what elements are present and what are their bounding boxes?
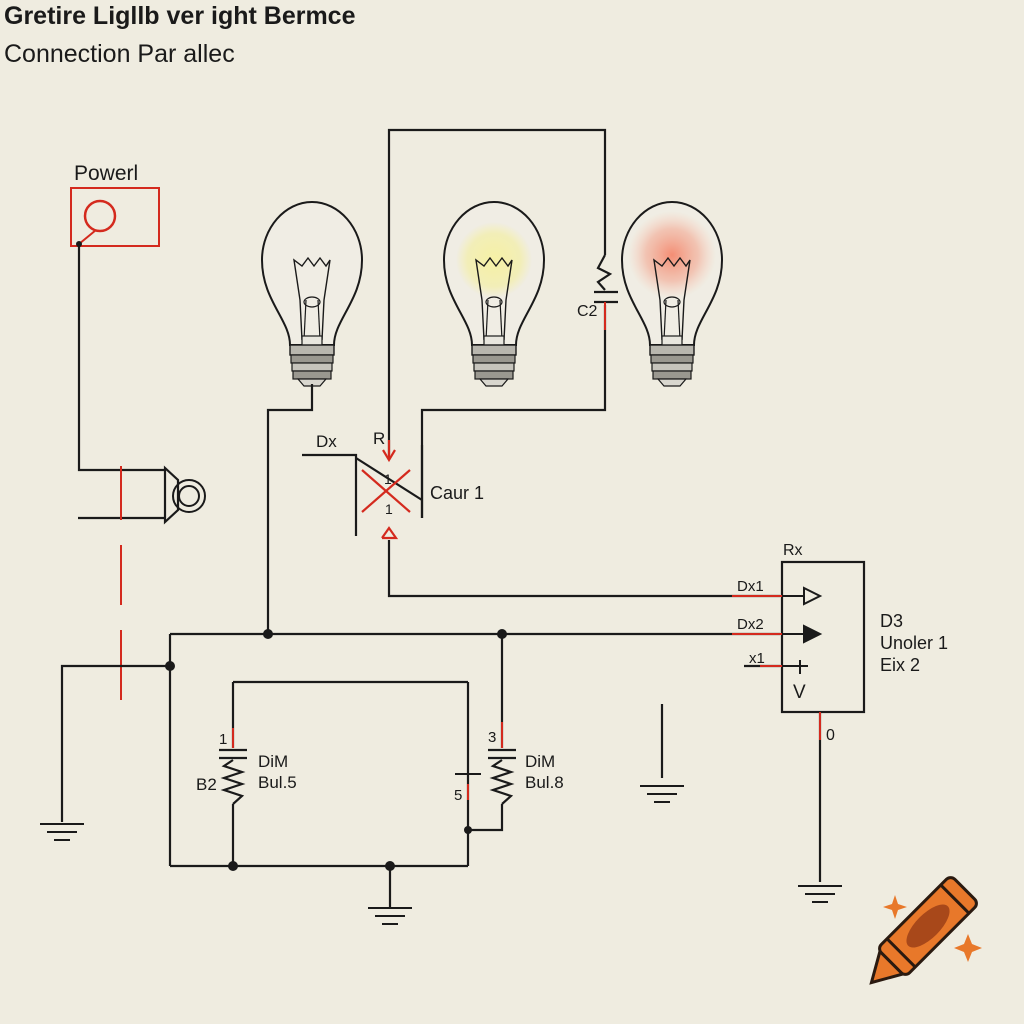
- switch-component: [302, 445, 424, 536]
- rx-label: Rx: [783, 542, 803, 559]
- x1-label: x1: [749, 650, 765, 667]
- zero-label: 0: [826, 727, 835, 744]
- junction-dots: [165, 629, 507, 871]
- bulb-icon-right: [621, 201, 723, 387]
- power-wire: [77, 244, 180, 525]
- five-label: 5: [454, 787, 462, 804]
- rx-input-lines: [732, 595, 821, 740]
- capacitor-icon-c2: [594, 254, 618, 304]
- switch-red-cross: [361, 440, 411, 540]
- c2-label: C2: [577, 303, 598, 320]
- bul-right-label: Bul.8: [525, 773, 564, 792]
- left-ground-wire: [60, 664, 170, 822]
- ground-icon-bottom: [367, 907, 413, 925]
- cross-top-label: 1: [384, 471, 392, 487]
- dx-label: Dx: [316, 432, 337, 451]
- ground-icon-right: [797, 885, 843, 903]
- rx-block: [780, 560, 866, 714]
- dx1-label: Dx1: [737, 578, 764, 595]
- dim-left-label: DiM: [258, 752, 288, 771]
- cross-bottom-label: 1: [385, 501, 393, 517]
- rx-arrow-icons: [782, 586, 823, 674]
- power-label: Powerl: [74, 162, 138, 185]
- power-source-icon: [70, 187, 160, 247]
- b2-label: B2: [196, 775, 217, 794]
- bul-left-label: Bul.5: [258, 773, 297, 792]
- resistor-icon-left: [219, 728, 247, 805]
- diagram-subtitle: Connection Par allec: [4, 40, 235, 68]
- eix-label: Eix 2: [880, 655, 920, 675]
- ground-icon: [39, 823, 85, 841]
- dim-right-label: DiM: [525, 752, 555, 771]
- ground-icon-middle: [639, 785, 685, 803]
- connector-icon: [172, 479, 206, 513]
- resistor-icon-right: [455, 722, 516, 805]
- sparkle-icon: [883, 895, 982, 962]
- d3-label: D3: [880, 611, 903, 631]
- diagram-title: Gretire Ligllb ver ight Bermce: [4, 2, 356, 30]
- bulb-icon-left: [261, 201, 363, 387]
- one-left-label: 1: [219, 731, 227, 748]
- v-label: V: [793, 682, 806, 703]
- three-label: 3: [488, 729, 496, 746]
- crayon-icon: [869, 876, 978, 985]
- bulb-icon-middle: [443, 201, 545, 387]
- r-label: R: [373, 429, 385, 448]
- unoler-label: Unoler 1: [880, 633, 948, 653]
- caur-label: Caur 1: [430, 483, 484, 503]
- dx2-label: Dx2: [737, 616, 764, 633]
